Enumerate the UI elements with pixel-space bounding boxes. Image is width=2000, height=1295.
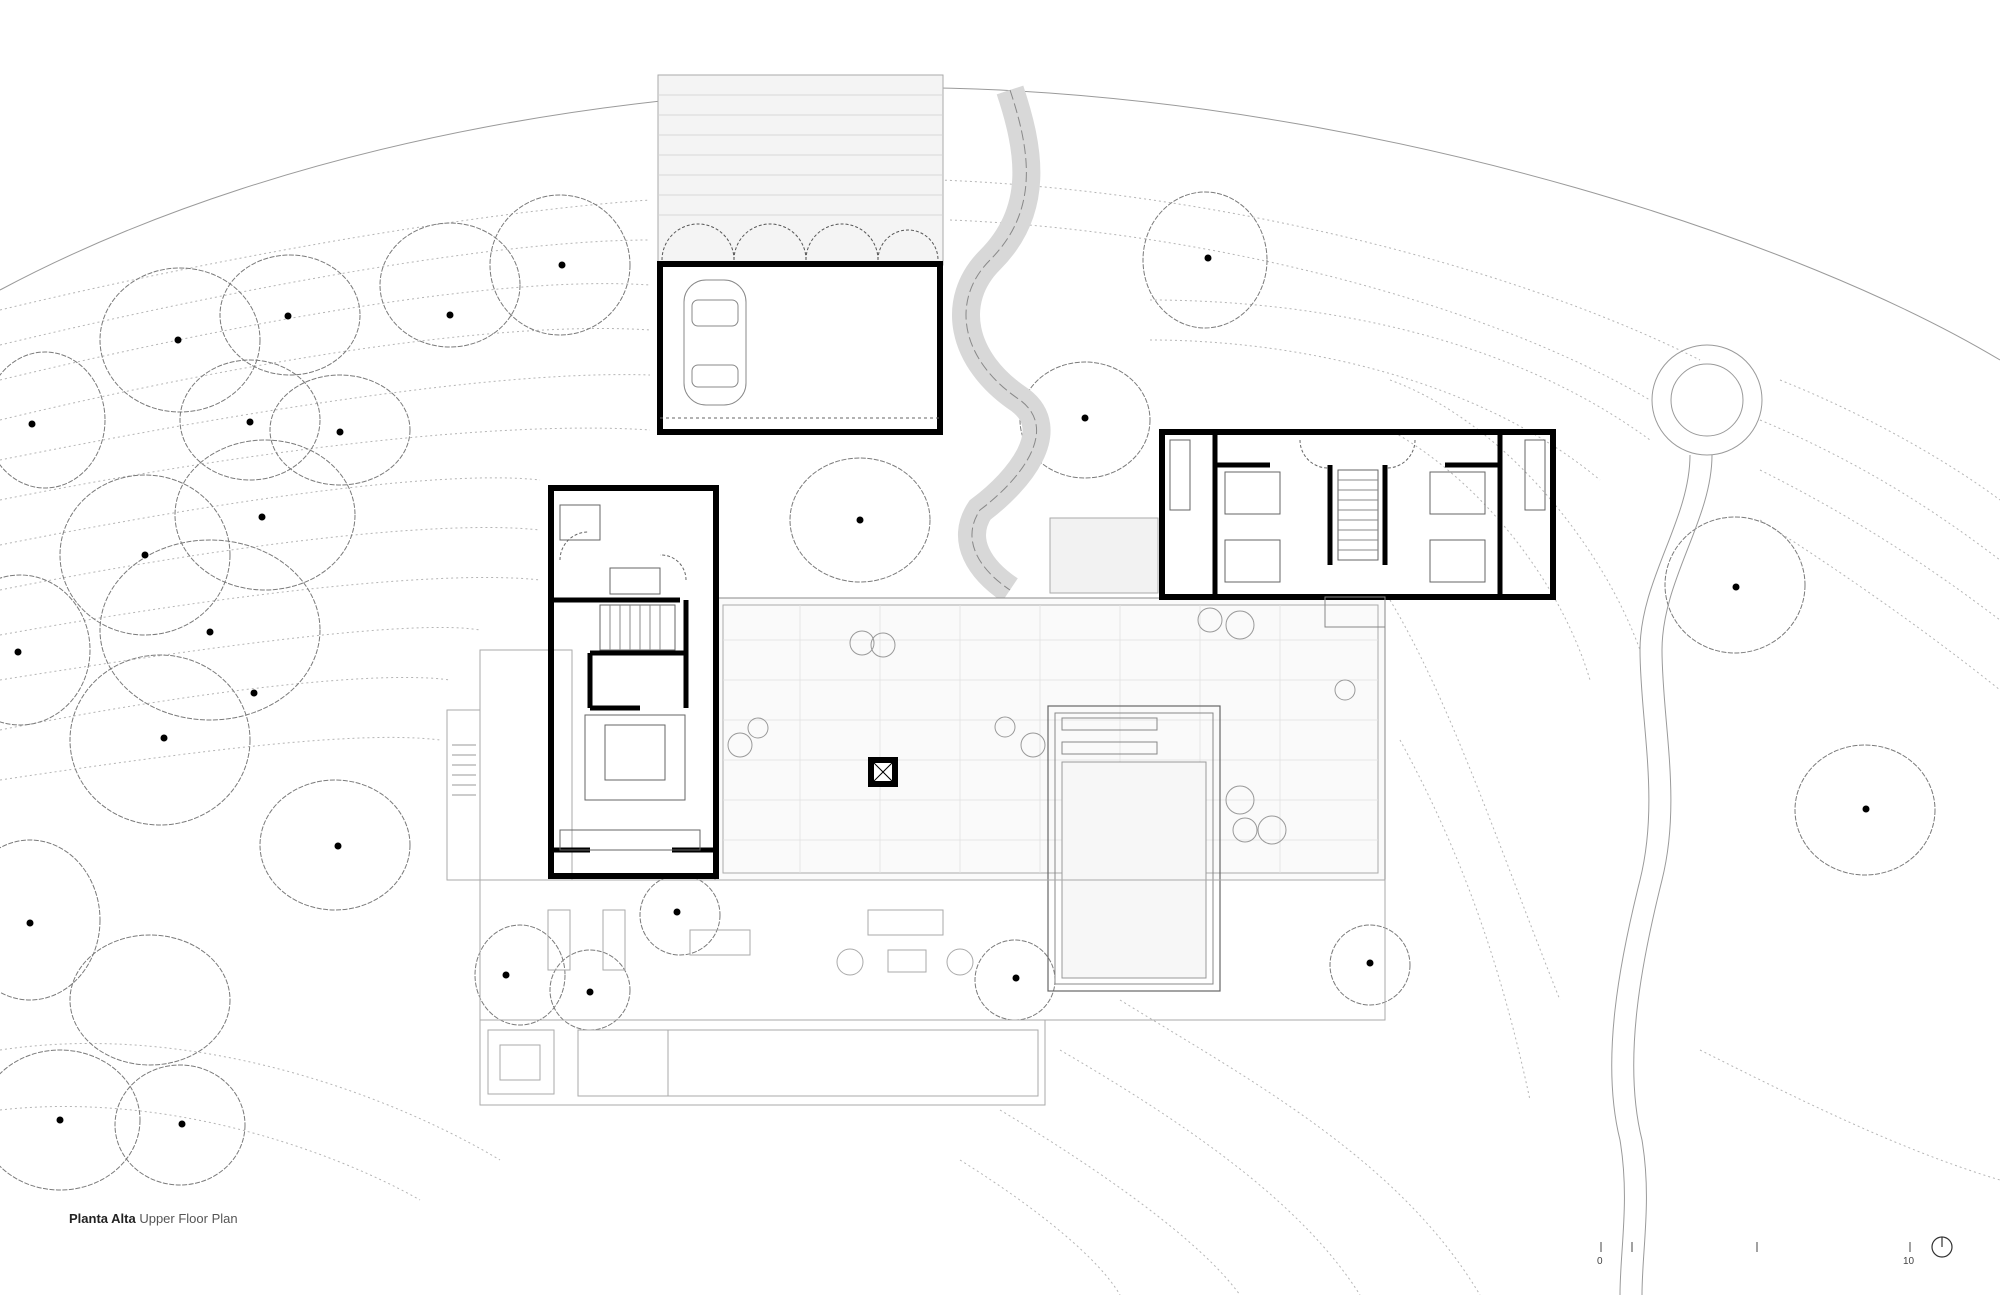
- garage: [657, 223, 943, 435]
- driveway: [1611, 344, 1763, 1295]
- contour-lines: [0, 179, 2000, 1295]
- stone-path: [952, 85, 1051, 602]
- site-boundary: [0, 87, 2000, 361]
- caption-title-en: Upper Floor Plan: [139, 1211, 238, 1226]
- trees: [0, 191, 1936, 1191]
- skylight-icon: [868, 757, 898, 787]
- caption-title-es: Planta Alta: [69, 1211, 136, 1226]
- tree-trunks: [14, 254, 1870, 1128]
- scale-bar: [1600, 1242, 1911, 1252]
- scale-end-label: 10: [1903, 1256, 1915, 1267]
- car-icon: [683, 279, 747, 406]
- lower-patio: [446, 649, 1386, 1106]
- scale-start-label: 0: [1597, 1256, 1603, 1267]
- drawing-caption: Planta Alta Upper Floor Plan: [69, 1211, 238, 1226]
- gravel-patch: [1049, 517, 1159, 594]
- bedroom-wing: [1159, 429, 1556, 628]
- pool: [1047, 705, 1221, 992]
- north-arrow-icon: [1931, 1236, 1953, 1258]
- terrace: [714, 597, 1386, 881]
- garage-forecourt: [657, 74, 944, 266]
- master-wing: [548, 485, 719, 879]
